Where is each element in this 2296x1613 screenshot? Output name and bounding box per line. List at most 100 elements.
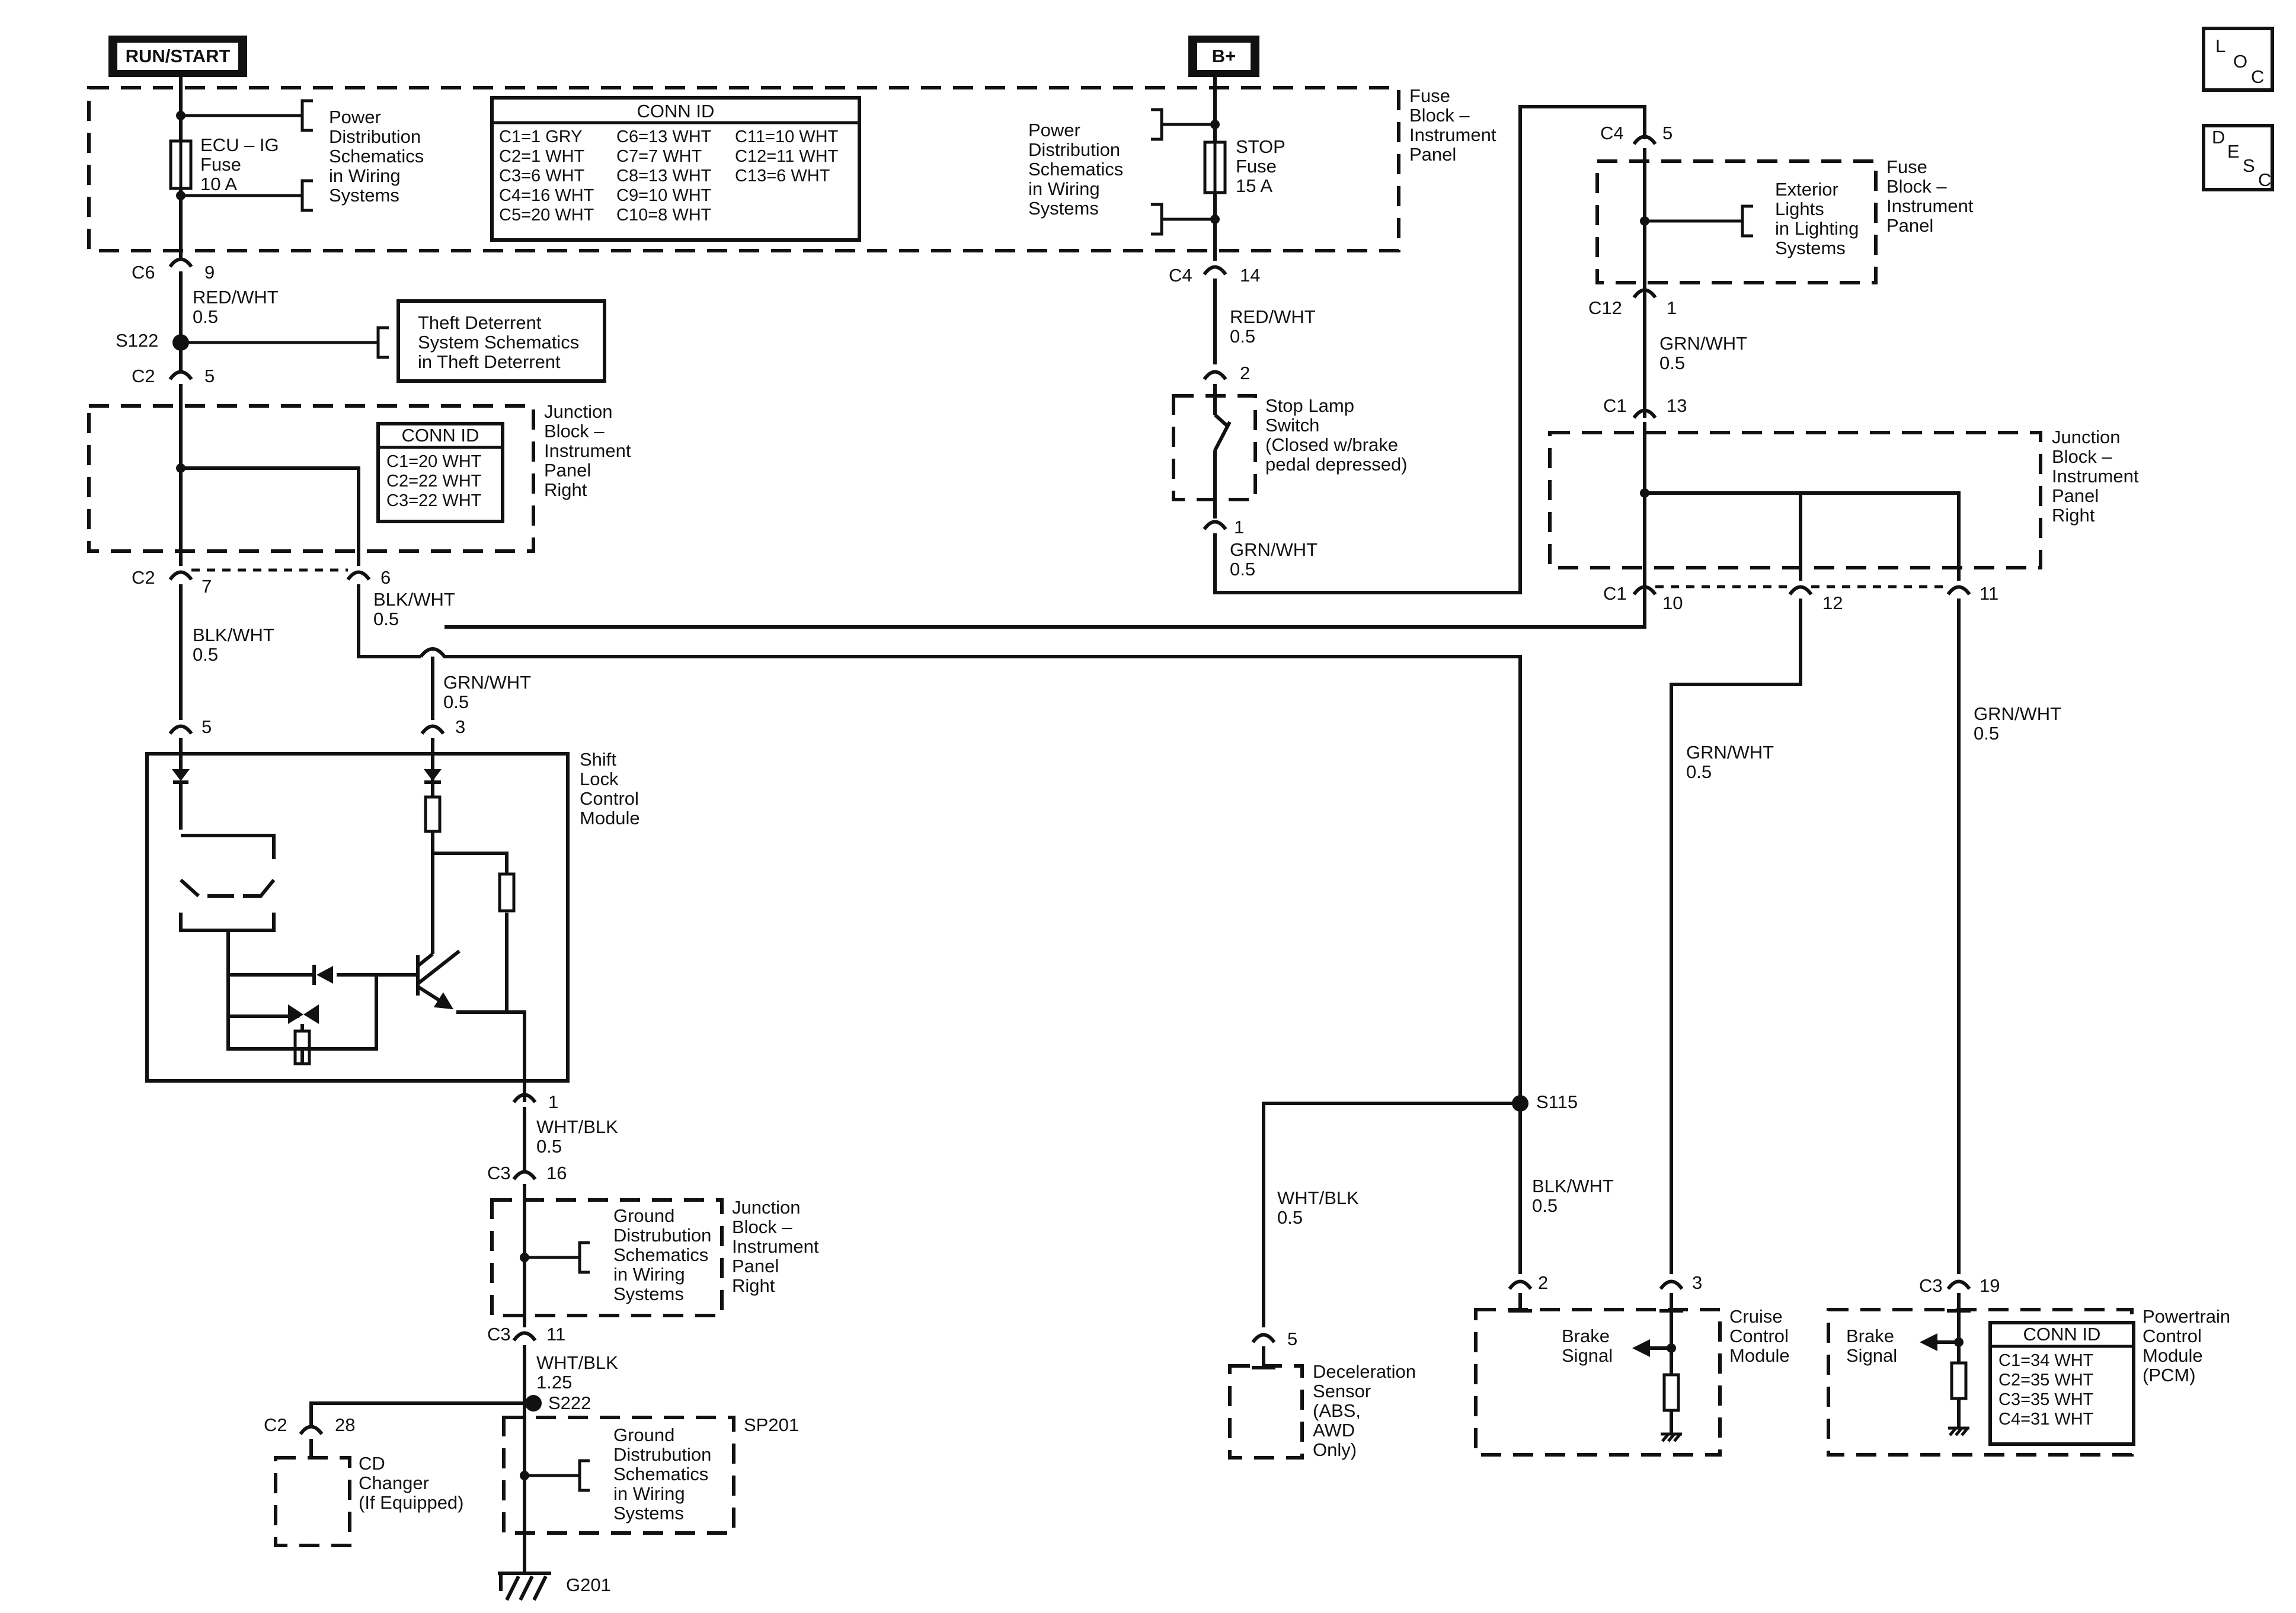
- svg-text:C4: C4: [1600, 123, 1624, 143]
- svg-text:C3: C3: [1919, 1275, 1943, 1296]
- theft-deterrent-box[interactable]: [396, 299, 606, 383]
- junction-block-ground-outline: [490, 1198, 724, 1317]
- svg-text:1: 1: [1667, 297, 1677, 318]
- power-dist-left-label: Power Distribution Schematics in Wiring …: [329, 107, 424, 206]
- run-start-box: RUN/START: [108, 36, 247, 77]
- svg-text:C2=1 WHT: C2=1 WHT: [499, 147, 585, 166]
- svg-text:11: 11: [546, 1324, 565, 1345]
- svg-text:AWD: AWD: [1313, 1420, 1355, 1441]
- svg-text:5: 5: [1287, 1329, 1297, 1349]
- ground-dist-2-label: Ground Distrubution Schematics in Wiring…: [613, 1425, 711, 1524]
- svg-text:Fuse: Fuse: [1409, 85, 1450, 106]
- svg-text:5: 5: [202, 716, 212, 737]
- svg-text:C4: C4: [1169, 265, 1192, 286]
- svg-text:Systems: Systems: [1775, 238, 1846, 258]
- svg-text:0.5: 0.5: [1277, 1207, 1303, 1228]
- svg-text:0.5: 0.5: [193, 644, 218, 665]
- svg-text:Module: Module: [580, 808, 640, 828]
- stop-lamp-switch-label: Stop Lamp Switch (Closed w/brake pedal d…: [1265, 395, 1408, 475]
- cruise-brake-signal-label: Brake Signal: [1562, 1326, 1613, 1366]
- svg-text:CONN ID: CONN ID: [2023, 1324, 2101, 1345]
- svg-text:Junction: Junction: [2052, 427, 2120, 447]
- svg-text:C6=13 WHT: C6=13 WHT: [616, 127, 712, 146]
- svg-text:D: D: [2212, 127, 2225, 148]
- ground-icon: [1661, 1432, 1682, 1442]
- svg-text:9: 9: [204, 262, 215, 283]
- svg-text:Control: Control: [2142, 1326, 2202, 1346]
- ground-g201-icon: [498, 1572, 551, 1601]
- resistor-icon: [498, 872, 516, 913]
- svg-text:Right: Right: [2052, 505, 2095, 526]
- switch-icon: [1213, 384, 1232, 519]
- svg-text:2: 2: [1240, 363, 1250, 383]
- svg-text:Distribution: Distribution: [1028, 139, 1120, 160]
- diode-icon: [316, 966, 333, 984]
- svg-text:0.5: 0.5: [193, 306, 218, 327]
- svg-text:Signal: Signal: [1846, 1345, 1897, 1366]
- fuse-block-ip-label: Fuse Block – Instrument Panel: [1409, 85, 1496, 165]
- svg-text:Distribution: Distribution: [329, 126, 421, 147]
- svg-text:BLK/WHT: BLK/WHT: [1532, 1176, 1614, 1196]
- svg-text:Fuse: Fuse: [200, 154, 241, 175]
- svg-text:Systems: Systems: [613, 1503, 684, 1524]
- svg-text:Block –: Block –: [1886, 176, 1947, 197]
- resistor-icon: [1662, 1373, 1680, 1412]
- cd-changer-outline: [274, 1456, 351, 1547]
- shift-lock-module-label: Shift Lock Control Module: [580, 749, 640, 828]
- svg-text:BLK/WHT: BLK/WHT: [373, 589, 455, 610]
- svg-text:Instrument: Instrument: [544, 440, 631, 461]
- svg-text:12: 12: [1822, 593, 1843, 613]
- power-dist-right-label: Power Distribution Schematics in Wiring …: [1028, 120, 1123, 219]
- svg-text:Brake: Brake: [1846, 1326, 1894, 1346]
- svg-text:Panel: Panel: [544, 460, 591, 481]
- svg-text:Junction: Junction: [732, 1197, 800, 1218]
- pcm-brake-signal-label: Brake Signal: [1846, 1326, 1897, 1366]
- svg-text:11: 11: [1980, 583, 1998, 604]
- svg-text:C8=13 WHT: C8=13 WHT: [616, 167, 712, 185]
- svg-text:Panel: Panel: [1886, 215, 1933, 236]
- svg-text:Brake: Brake: [1562, 1326, 1610, 1346]
- svg-text:1.25: 1.25: [536, 1372, 572, 1393]
- svg-text:Deceleration: Deceleration: [1313, 1361, 1416, 1382]
- svg-text:Ground: Ground: [613, 1205, 674, 1226]
- deceleration-sensor-outline: [1228, 1364, 1304, 1460]
- svg-text:O: O: [2233, 51, 2247, 72]
- svg-text:(If Equipped): (If Equipped): [359, 1492, 464, 1513]
- svg-text:C4=31 WHT: C4=31 WHT: [1998, 1410, 2094, 1429]
- svg-text:3: 3: [1692, 1272, 1702, 1293]
- svg-text:C1: C1: [1603, 395, 1627, 416]
- svg-text:Instrument: Instrument: [732, 1236, 819, 1257]
- svg-text:C5=20 WHT: C5=20 WHT: [499, 206, 594, 225]
- zener-icon: [288, 1004, 319, 1024]
- svg-text:Sensor: Sensor: [1313, 1381, 1371, 1401]
- diode-icon: [172, 769, 190, 781]
- svg-text:C2: C2: [132, 567, 155, 588]
- desc-button[interactable]: D E S C: [2202, 124, 2274, 191]
- svg-text:BLK/WHT: BLK/WHT: [193, 625, 274, 645]
- svg-text:C3=35 WHT: C3=35 WHT: [1998, 1390, 2094, 1409]
- svg-text:E: E: [2227, 141, 2240, 162]
- svg-text:GRN/WHT: GRN/WHT: [1230, 539, 1318, 560]
- svg-text:in Lighting: in Lighting: [1775, 218, 1859, 239]
- svg-text:Power: Power: [1028, 120, 1080, 140]
- svg-text:Fuse: Fuse: [1236, 156, 1277, 177]
- diode-icon: [424, 769, 442, 781]
- svg-text:19: 19: [1980, 1275, 2000, 1296]
- shift-lock-module-box[interactable]: [145, 752, 570, 1083]
- svg-text:0.5: 0.5: [1532, 1195, 1558, 1216]
- svg-text:Shift: Shift: [580, 749, 616, 770]
- svg-text:(Closed w/brake: (Closed w/brake: [1265, 434, 1398, 455]
- svg-text:Systems: Systems: [329, 185, 399, 206]
- svg-text:Junction: Junction: [544, 401, 612, 422]
- loc-button[interactable]: L O C: [2202, 27, 2274, 92]
- svg-text:SP201: SP201: [744, 1414, 799, 1435]
- svg-text:Only): Only): [1313, 1439, 1357, 1460]
- svg-text:Module: Module: [2142, 1345, 2203, 1366]
- svg-text:RED/WHT: RED/WHT: [1230, 306, 1316, 327]
- svg-text:C1=34 WHT: C1=34 WHT: [1998, 1351, 2094, 1370]
- svg-text:Signal: Signal: [1562, 1345, 1613, 1366]
- svg-text:L: L: [2215, 36, 2225, 56]
- svg-text:Instrument: Instrument: [1886, 196, 1974, 216]
- svg-text:5: 5: [1662, 123, 1673, 143]
